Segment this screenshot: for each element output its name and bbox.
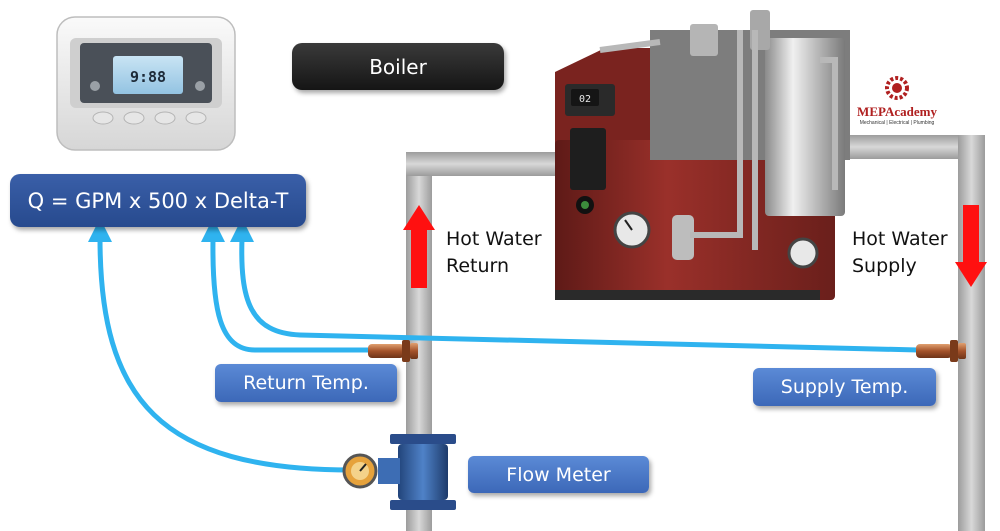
- supply-temp-label-text: Supply Temp.: [780, 376, 909, 398]
- return-signal-arrowhead: [201, 218, 225, 242]
- supply-temp-sensor: [916, 340, 966, 362]
- flow-meter-label: Flow Meter: [468, 456, 649, 493]
- return-temp-label-text: Return Temp.: [243, 372, 369, 394]
- brand-tagline: Mechanical | Electrical | Plumbing: [859, 120, 935, 126]
- boiler-display: [571, 89, 599, 106]
- boiler-label: Boiler: [292, 43, 504, 90]
- flow-meter-label-text: Flow Meter: [506, 463, 611, 486]
- signal-arrowheads: [88, 218, 254, 242]
- supply-riser-pipe: [958, 135, 985, 531]
- return-temp-label: Return Temp.: [215, 364, 397, 402]
- gear-logo-icon: [885, 76, 909, 100]
- supply-signal-arrowhead: [230, 218, 254, 242]
- flow-meter-signal-line: [97, 235, 355, 473]
- flow-signal-arrowhead: [88, 218, 112, 242]
- hot-water-supply-label: Hot Water Supply: [852, 228, 948, 277]
- thermostat-display-text: 9:88: [130, 68, 166, 86]
- supply-temp-label: Supply Temp.: [753, 368, 936, 406]
- boiler-tank: [765, 38, 845, 216]
- boiler-icon: [555, 10, 850, 300]
- flow-arrows: [403, 205, 987, 288]
- return-header-pipe: [406, 152, 566, 176]
- flow-meter-icon: [342, 434, 456, 510]
- supply-temp-signal-line: [239, 235, 921, 353]
- return-temp-signal-line: [210, 235, 373, 353]
- formula-box: Q = GPM x 500 x Delta-T: [10, 174, 306, 227]
- return-temp-sensor: [368, 340, 418, 362]
- supply-flow-arrow: [955, 205, 987, 287]
- return-flow-arrow: [403, 205, 435, 288]
- brand-name: MEPAcademy: [857, 104, 937, 119]
- boiler-display-text: 02: [579, 94, 591, 105]
- thermostat-lcd: [113, 56, 183, 94]
- thermostat-icon: [56, 16, 236, 151]
- brand-logo: MEPAcademy Mechanical | Electrical | Plu…: [852, 104, 942, 126]
- hot-water-return-label: Hot Water Return: [446, 228, 542, 277]
- boiler-label-text: Boiler: [369, 54, 427, 79]
- signal-lines: [97, 235, 921, 473]
- formula-text: Q = GPM x 500 x Delta-T: [27, 188, 289, 213]
